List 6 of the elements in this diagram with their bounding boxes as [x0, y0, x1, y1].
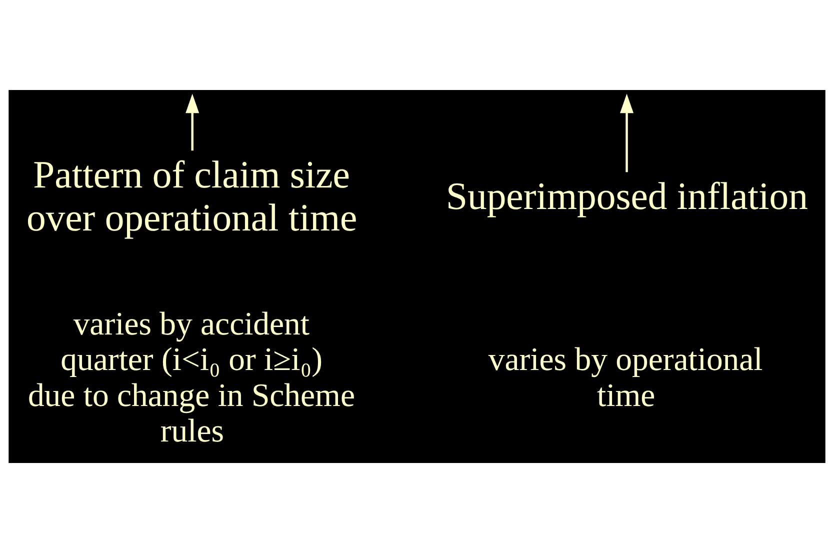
- node-text: Pattern of claim size over operational time: [26, 154, 358, 240]
- node-text: Superimposed inflation: [446, 176, 808, 218]
- arrow: [186, 94, 200, 151]
- arrow: [620, 94, 634, 172]
- label: varies by accident quarter (i<i₀ or i≥i₀) due to change in Scheme rules: [28, 306, 356, 450]
- label: varies by operational time: [488, 342, 763, 414]
